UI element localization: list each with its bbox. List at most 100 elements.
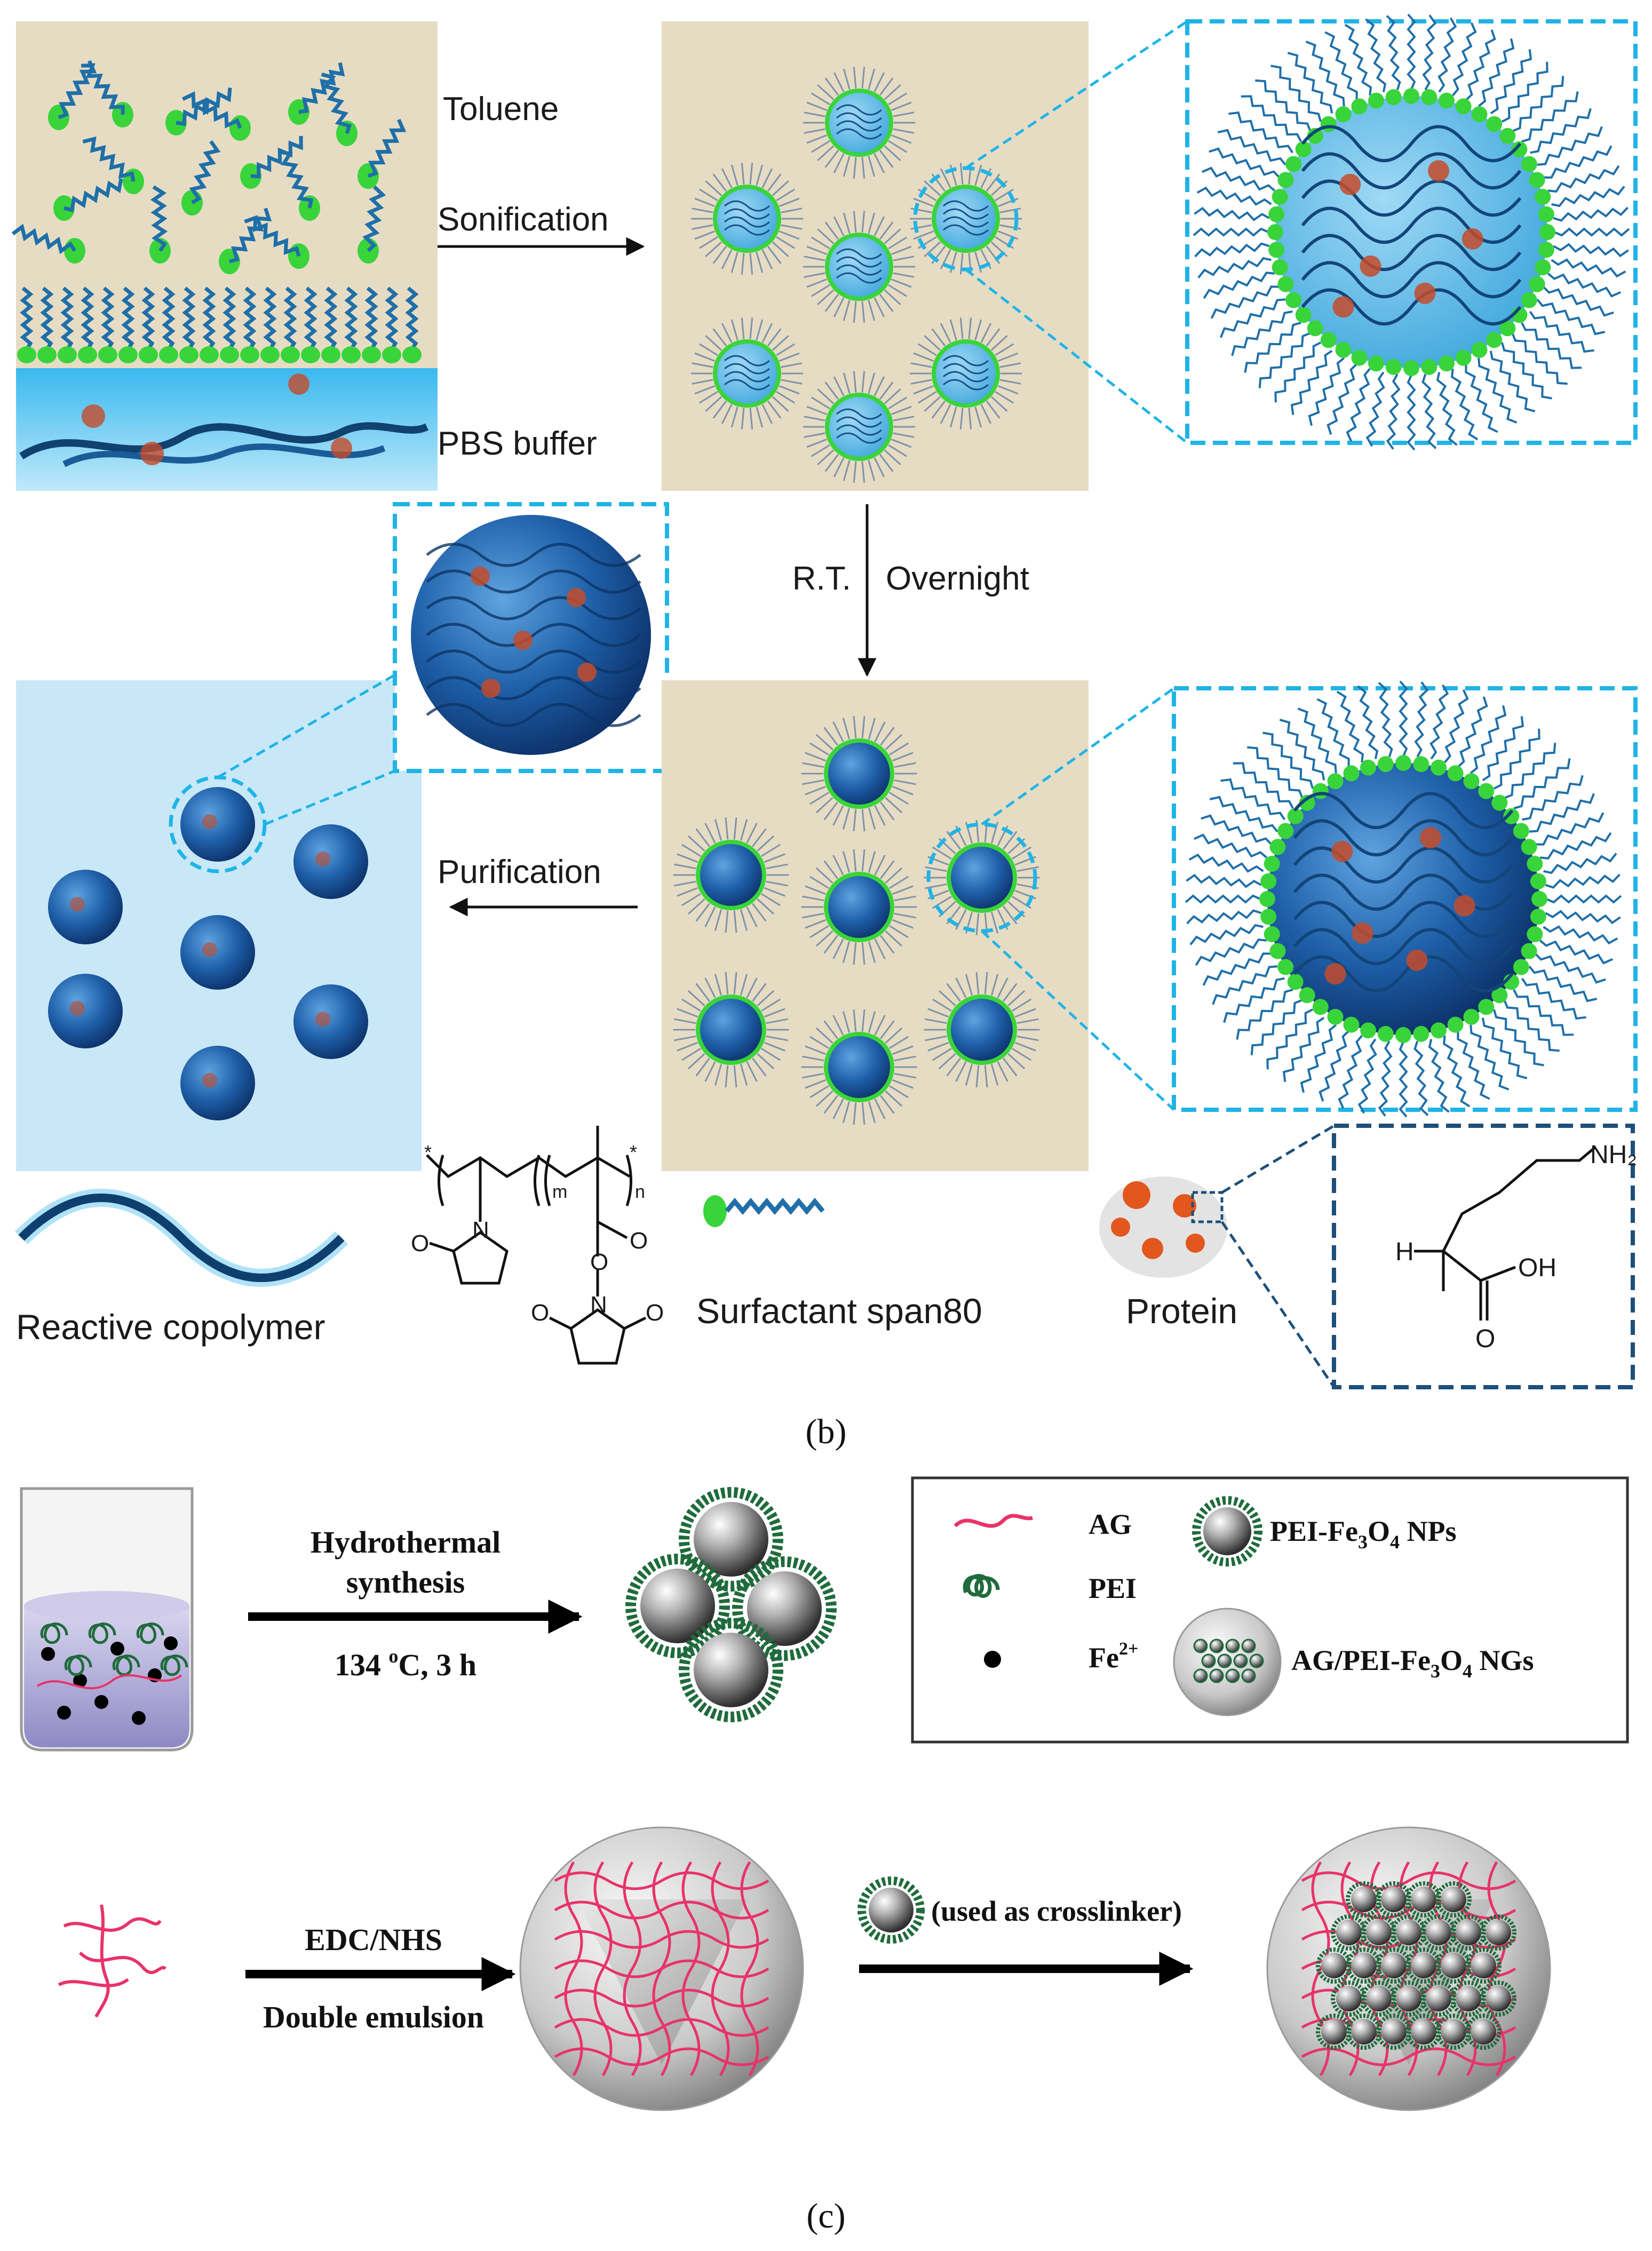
- alpha-hydrogen: H: [1395, 1238, 1414, 1266]
- surfactant-head: [1521, 943, 1537, 959]
- surfactant-tail: [984, 1065, 988, 1088]
- surfactant-tail: [940, 168, 951, 188]
- surfactant-tail: [1428, 1039, 1450, 1113]
- droplet-core: [825, 393, 893, 461]
- nanogel: [48, 870, 123, 944]
- surfactant-tail: [779, 385, 800, 395]
- polymer-strand: [836, 432, 882, 444]
- surfactant-tail: [980, 404, 992, 424]
- surfactant-tail: [997, 977, 1008, 998]
- surfactant-head: [200, 346, 219, 363]
- pei-coating: [1465, 2014, 1502, 2050]
- surfactant-tail: [1203, 271, 1275, 299]
- pei-chain: [160, 1655, 188, 1676]
- surfactant-tail: [940, 404, 951, 424]
- surfactant-tail: [804, 432, 825, 438]
- surfactant-head: [1368, 355, 1385, 372]
- surfactant-tail: [740, 909, 748, 931]
- caption-b: (b): [806, 1412, 847, 1451]
- ag-strand: [1301, 1900, 1516, 1920]
- toluene-label: Toluene: [443, 91, 559, 128]
- surfactant-tail: [705, 180, 722, 196]
- surfactant-tail: [761, 893, 781, 906]
- surfactant-tail: [817, 388, 835, 404]
- surfactant-tail: [924, 241, 941, 257]
- surfactant-tail: [740, 974, 748, 996]
- surfactant-head: [1511, 141, 1528, 157]
- surfactant-tail: [893, 112, 915, 117]
- polymer-strand: [943, 200, 989, 212]
- surfactant-tail: [1231, 310, 1293, 356]
- surfactant-head: [1377, 1025, 1394, 1042]
- surfactant-tail: [815, 1027, 833, 1044]
- surfactant-tail: [817, 449, 835, 465]
- surfactant-head: [1538, 206, 1554, 222]
- surfactant-tail: [1338, 1035, 1363, 1109]
- surfactant-head: [1327, 1008, 1344, 1025]
- surfactant-tail: [1504, 743, 1556, 799]
- surfactant-tail: [1554, 227, 1630, 237]
- surfactant-tail: [1297, 707, 1337, 774]
- surfactant-tail: [984, 972, 988, 995]
- surfactant-tail: [698, 236, 718, 249]
- surfactant-tail: [892, 885, 914, 895]
- surfactant-tail: [692, 362, 713, 368]
- surfactant-tail: [843, 212, 851, 234]
- surfactant-tail: [824, 293, 839, 312]
- droplet-core: [824, 738, 894, 809]
- surfactant-head: [1269, 943, 1286, 959]
- polymer-strand: [836, 248, 882, 260]
- surfactant-tail: [1290, 349, 1333, 415]
- surfactant-head: [1285, 292, 1302, 308]
- surfactant-tail: [1300, 1024, 1337, 1093]
- surfactant-tail: [868, 718, 876, 740]
- polymer-strand: [426, 596, 641, 621]
- surfactant-tail: [779, 197, 800, 207]
- surfactant-head: [1268, 206, 1285, 222]
- surfactant-tail: [1457, 1031, 1490, 1100]
- surfactant-tail: [1196, 186, 1272, 206]
- surfactant-tail: [1492, 1009, 1544, 1067]
- surfactant-tail: [687, 990, 705, 1006]
- surfactant-tail: [150, 185, 168, 252]
- protein-cluster: [1420, 827, 1441, 849]
- surfactant-head: [1277, 172, 1294, 188]
- polymer-strand: [836, 416, 882, 428]
- surfactant-head: [1521, 292, 1537, 308]
- ester-carbonyl-o: O: [630, 1228, 648, 1254]
- surfactant-tail: [1319, 1030, 1349, 1102]
- surfactant-tail: [959, 317, 964, 339]
- surfactant-tail: [811, 284, 830, 297]
- droplet-core: [947, 995, 1017, 1065]
- surfactant-tail: [752, 1057, 767, 1077]
- surfactant-tail: [824, 149, 839, 168]
- fe-ion: [41, 1647, 55, 1661]
- surfactant-tail: [843, 372, 851, 394]
- surfactant-tail: [1201, 166, 1276, 192]
- surfactant-tail: [884, 145, 901, 161]
- surfactant-head: [281, 346, 300, 363]
- surfactant-tail: [824, 381, 839, 400]
- surfactant-head: [1268, 242, 1285, 258]
- surfactant-tail: [879, 149, 894, 168]
- fe3o4-core: [1336, 1920, 1362, 1945]
- surfactant-tail: [779, 230, 800, 240]
- fe-ion: [164, 1636, 178, 1650]
- surfactant-tail: [781, 224, 803, 230]
- crosslinker-arrow: (used as crosslinker): [857, 1876, 1194, 1986]
- ester-link-o: O: [590, 1249, 608, 1275]
- surfactant-tail: [1195, 938, 1267, 966]
- ag-strand: [1301, 1871, 1516, 1890]
- surfactant-tail: [815, 1091, 833, 1107]
- ag-strand: [554, 1930, 769, 1949]
- surfactant-tail: [1186, 909, 1262, 925]
- surfactant-tail: [833, 457, 845, 478]
- surfactant-tail: [1201, 814, 1273, 845]
- pei-coating: [1465, 1947, 1502, 1984]
- fe3o4-core: [1241, 1638, 1256, 1653]
- surfactant-tail: [891, 134, 912, 144]
- surfactant-tail: [1407, 375, 1416, 451]
- surfactant-tail: [832, 805, 844, 826]
- surfactant-tail: [749, 408, 753, 429]
- surfactant-tail: [861, 1009, 865, 1032]
